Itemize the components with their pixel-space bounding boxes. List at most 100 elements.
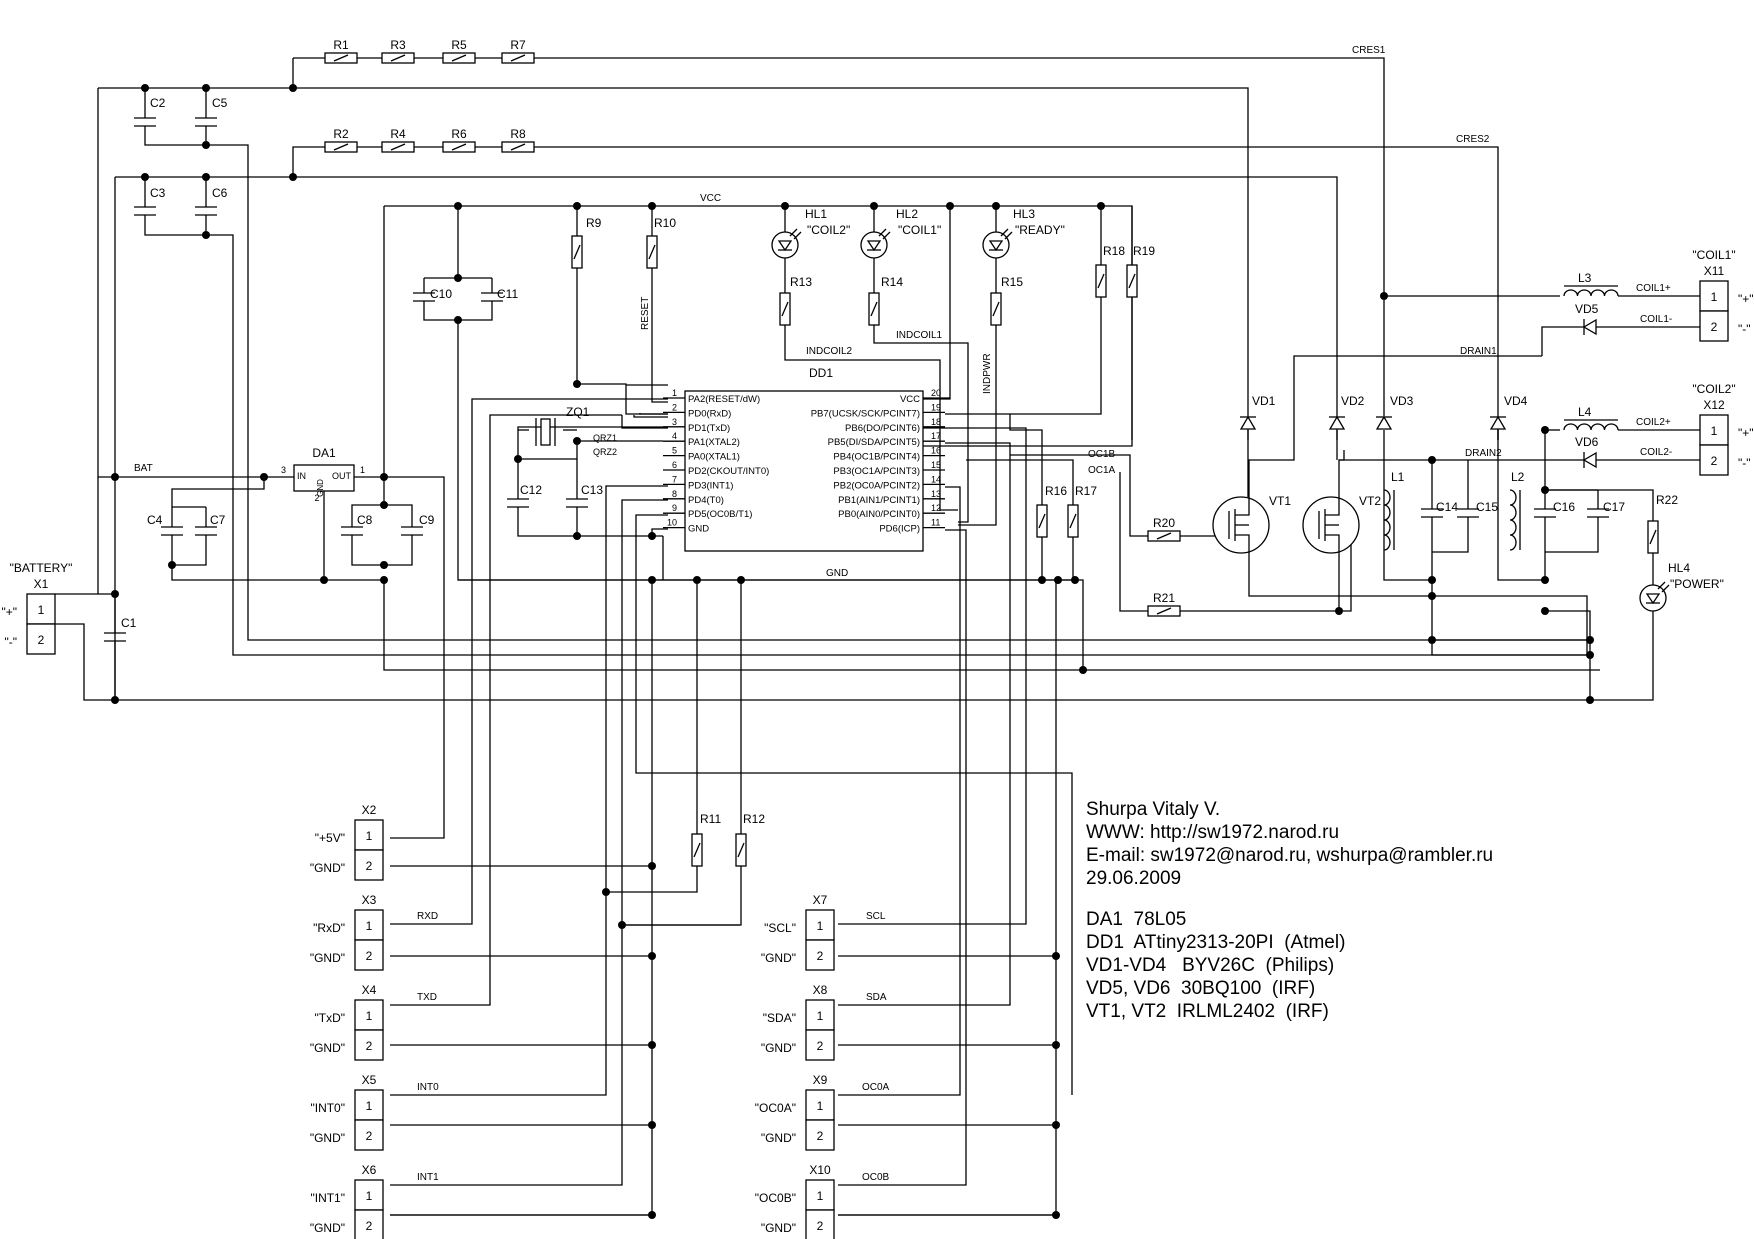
wire [1431,580,1590,656]
resistor-label: R15 [1001,275,1023,289]
wire [1248,553,1588,655]
pin-name: VCC [900,394,920,405]
junction-dot [141,173,149,181]
led-ref: HL4 [1668,561,1690,575]
resistor-mark [870,301,878,317]
connector-pin1-box [354,1089,384,1121]
connector-ref: X2 [362,803,377,817]
junction-dot [380,501,388,509]
wire [784,325,958,511]
inductor-l1 [1383,489,1395,551]
pin-name: PB6(DO/PCINT6) [845,423,920,434]
net-label-qrz2: QRZ2 [593,447,617,457]
led-label: "COIL1" [898,223,941,237]
connector-ref: X3 [362,893,377,907]
capacitor-c7 [195,526,217,536]
led-hl1 [771,228,802,259]
source [1235,534,1250,553]
connector-pin-number: 2 [1711,454,1718,468]
regulator-pin-name: GND [316,479,325,497]
connector-pin-label: "-" [1738,456,1751,470]
connector-ref: X10 [809,1163,831,1177]
wire [958,325,997,526]
resistor-r10 [646,235,658,269]
connector-pin1-box [354,819,384,851]
wire [534,146,1499,440]
pin-number: 7 [672,474,677,484]
diode-vd5 [1582,318,1597,336]
transistor-label: VT2 [1359,494,1381,508]
resistor-mark [333,54,349,62]
connector-ref: X6 [362,1163,377,1177]
regulator-pin-number: 1 [360,465,365,475]
diode-label: VD4 [1504,394,1528,408]
connector-ref: X7 [813,893,828,907]
junction-dot [992,202,1000,210]
author-name: Shurpa Vitaly V. [1086,799,1221,820]
resistor-mark [510,54,526,62]
junction-dot [1052,1041,1060,1049]
diode-body [1582,318,1597,336]
junction-dot [870,202,878,210]
connector-pin2-box [1699,310,1729,342]
inductor-label: L2 [1511,470,1525,484]
led-arrow [882,231,891,240]
connector-ref: X9 [813,1073,828,1087]
junction-dot [1586,636,1594,644]
wire [171,477,265,508]
wire [206,144,1590,641]
wire [838,580,1057,1216]
resistor-r15 [990,292,1002,326]
junction-dot [1335,607,1343,615]
connector-x4 [354,999,384,1061]
connector-pin-number: 1 [38,603,45,617]
capacitor-c9 [401,526,423,536]
wires [55,57,1700,1216]
capacitor-c15 [1457,508,1479,518]
wire [1119,472,1148,612]
resistor-label: R22 [1656,493,1678,507]
junction-dot [573,380,581,388]
net-label-coil1m: COIL1- [1640,314,1672,325]
connector-pin1-box [805,999,835,1031]
resistor-label: R18 [1103,244,1125,258]
resistor-r13 [779,292,791,326]
pin-name: PA0(XTAL1) [688,452,740,463]
pin-number: 8 [672,489,677,499]
resistor-label: R5 [451,38,467,52]
diode-label: VD2 [1341,394,1365,408]
diode-vd2 [1328,415,1346,430]
resistor-label: R1 [333,38,349,52]
net-label-qrz1: QRZ1 [593,433,617,443]
capacitor-label: C4 [147,513,163,527]
crystal-zq1 [540,418,551,446]
connector-pin1-box [805,1089,835,1121]
net-label-cres1: CRES1 [1352,45,1386,56]
resistor-mark [781,301,789,317]
resistor-mark [992,301,1000,317]
wire [383,580,1083,671]
connector-pin-label: "SDA" [763,1011,796,1025]
resistor-mark [510,143,526,151]
connector-title: "COIL1" [1692,248,1735,262]
resistor-r8 [501,141,535,153]
capacitor-c4 [161,526,183,536]
connector-pin-number: 2 [366,949,373,963]
connector-pin-number: 2 [366,1039,373,1053]
junction-dot [168,561,176,569]
capacitor-label: C6 [212,186,228,200]
wire [390,580,653,1216]
ic-ref: DD1 [809,366,833,380]
junction-dot [781,202,789,210]
connector-x10 [805,1179,835,1239]
resistor-label: R11 [700,812,721,826]
resistor-mark [1097,273,1105,289]
connector-pin1-box [805,1179,835,1211]
wire [1640,489,1654,521]
capacitor-label: C8 [357,513,373,527]
wire [293,87,1249,440]
junction-dot [202,173,210,181]
resistor-r3 [381,52,415,64]
junction-dot [111,590,119,598]
net-label-txd: TXD [417,992,437,1003]
